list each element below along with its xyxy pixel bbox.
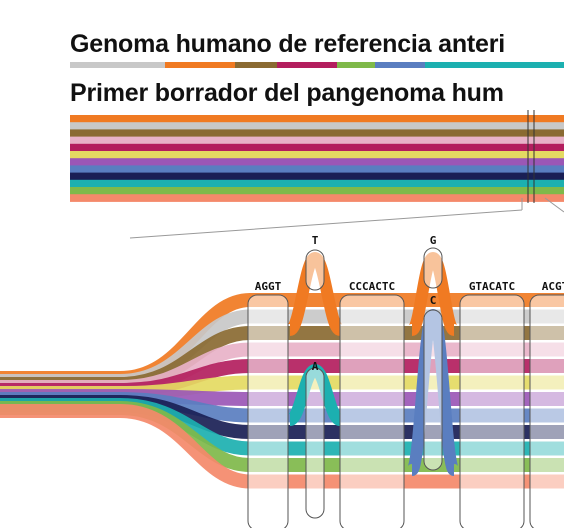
reference-segment bbox=[337, 62, 375, 68]
sequence-node-box bbox=[529, 294, 564, 528]
sequence-node-box bbox=[423, 309, 443, 471]
sequence-node-label: ACGT bbox=[542, 280, 564, 293]
sequence-node-box bbox=[305, 367, 325, 519]
pangenome-haplotype-stripe bbox=[70, 143, 564, 152]
reference-segment bbox=[277, 62, 337, 68]
zoom-connector-left bbox=[129, 198, 523, 239]
pangenome-haplotype-block bbox=[70, 110, 564, 203]
pangenome-haplotype-stripe bbox=[70, 129, 564, 138]
pangenome-title: Primer borrador del pangenoma hum bbox=[70, 79, 504, 107]
pangenome-haplotype-stripe bbox=[70, 122, 564, 130]
pangenome-haplotype-stripe bbox=[70, 165, 564, 174]
reference-segment bbox=[165, 62, 235, 68]
reference-segment bbox=[70, 62, 165, 68]
sequence-node-box bbox=[247, 294, 289, 528]
sequence-node-label: T bbox=[312, 234, 319, 247]
sequence-node-box bbox=[305, 249, 325, 291]
pangenome-haplotype-stripe bbox=[70, 187, 564, 195]
sequence-node-label: GTACATC bbox=[469, 280, 515, 293]
sequence-nodes: AGGT T A CCCACTC G C GTACATC ACGT bbox=[247, 234, 564, 528]
pangenome-haplotype-stripe bbox=[70, 179, 564, 188]
sequence-node-box bbox=[459, 294, 525, 528]
sequence-node-label: AGGT bbox=[255, 280, 282, 293]
sequence-node-label: A bbox=[312, 360, 319, 373]
pangenome-haplotype-stripe bbox=[70, 158, 564, 166]
sequence-node-box bbox=[423, 247, 443, 289]
pangenome-haplotype-stripe bbox=[70, 136, 564, 145]
sequence-node-label: CCCACTC bbox=[349, 280, 395, 293]
sequence-node-box bbox=[339, 294, 405, 528]
sequence-node-label: G bbox=[430, 234, 437, 247]
reference-segment bbox=[235, 62, 277, 68]
pangenome-haplotype-stripe bbox=[70, 115, 564, 123]
zoom-connector-right bbox=[544, 197, 564, 213]
pangenome-haplotype-stripe bbox=[70, 172, 564, 181]
pangenome-haplotype-stripe bbox=[70, 151, 564, 159]
reference-segment bbox=[425, 62, 564, 68]
pangenome-haplotype-stripe bbox=[70, 194, 564, 202]
haplotype-flow bbox=[0, 404, 564, 489]
reference-segment bbox=[375, 62, 425, 68]
reference-genome-title: Genoma humano de referencia anteri bbox=[70, 30, 505, 58]
reference-genome-bar bbox=[70, 62, 564, 68]
sequence-node-label: C bbox=[430, 294, 437, 307]
